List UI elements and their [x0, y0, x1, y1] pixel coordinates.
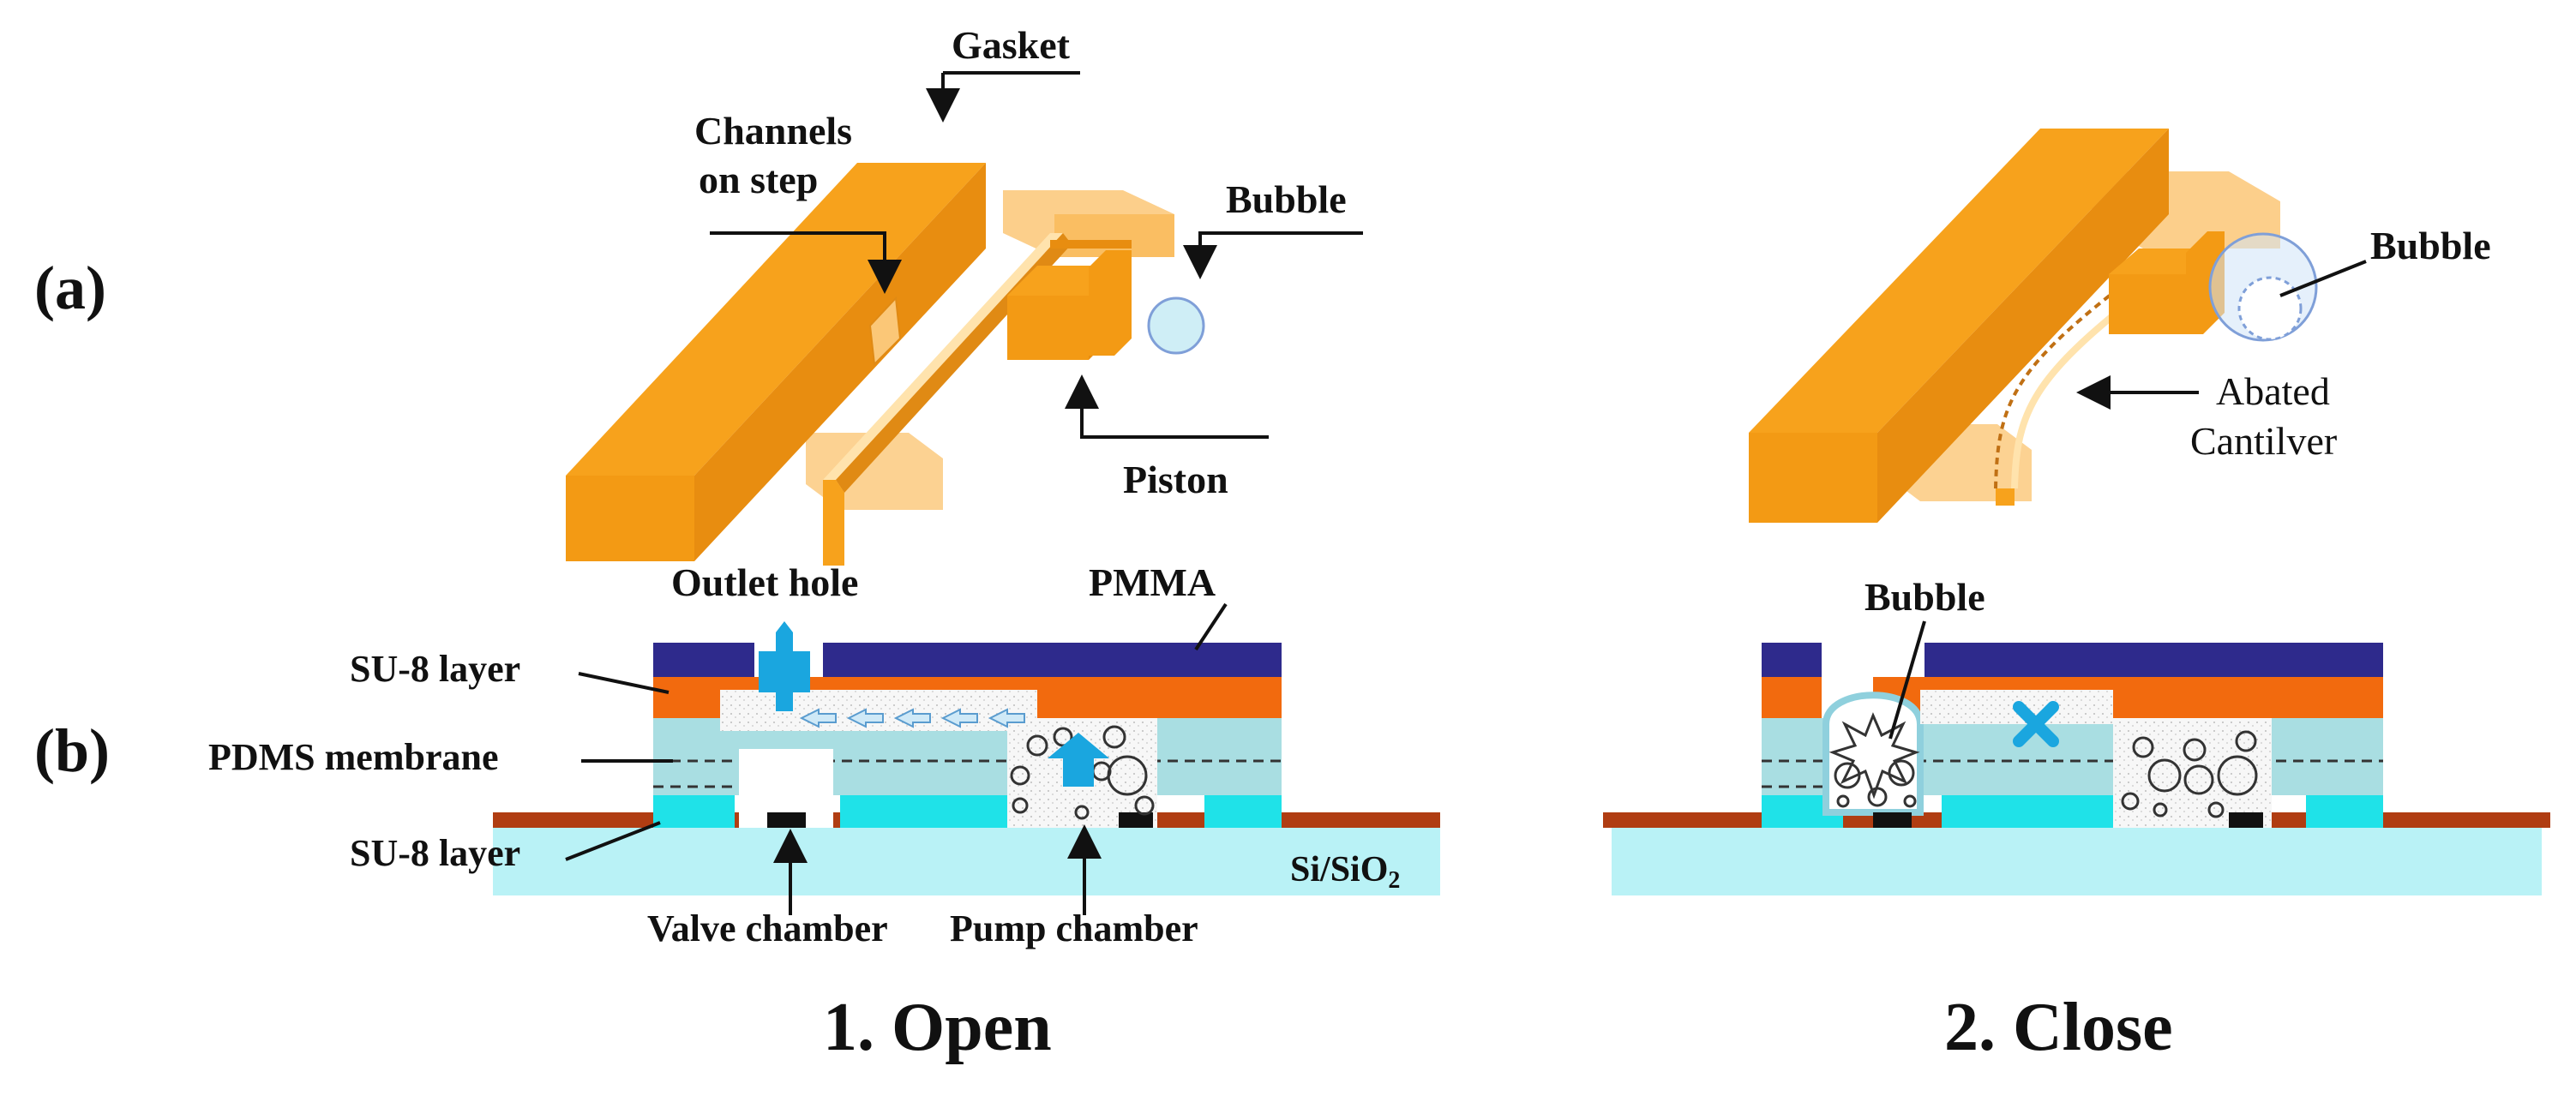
blocked-x-mark: [2013, 701, 2059, 747]
arrow-bubble-open: [1183, 231, 1363, 279]
close-cross-section: [1603, 643, 2550, 895]
burst-star: [1828, 712, 1920, 800]
label-pmma: PMMA: [1089, 560, 1216, 604]
label-piston: Piston: [1123, 458, 1228, 501]
caption-close: 2. Close: [1944, 990, 2173, 1065]
leader-su8-bottom: [565, 821, 661, 861]
pmma-close: [1924, 643, 2383, 677]
caption-open: 1. Open: [823, 990, 1052, 1065]
bubble-open-3d: [1147, 296, 1205, 355]
arrow-channels: [710, 231, 902, 294]
leader-su8-top: [578, 672, 670, 694]
open-3d-illustration: [566, 163, 1205, 566]
substrate-prefix: Si/SiO: [1290, 850, 1388, 889]
label-channels-line2: on step: [699, 158, 818, 201]
piston: [1007, 296, 1089, 360]
pump-flow-arrow: [1048, 733, 1109, 787]
label-su8-bottom: SU-8 layer: [350, 832, 520, 874]
substrate-sub: 2: [1388, 867, 1400, 894]
substrate-open: [493, 827, 1440, 895]
label-bubble-close-3d: Bubble: [2370, 224, 2491, 267]
substrate-close: [1612, 827, 2542, 895]
label-pdms: PDMS membrane: [208, 736, 499, 778]
arrow-piston: [1065, 374, 1269, 439]
pmma-open: [823, 643, 1282, 677]
leader-bubble-section: [1888, 620, 1926, 740]
open-cross-section: [493, 621, 1440, 895]
label-bubble-open: Bubble: [1226, 177, 1347, 221]
label-outlet-hole: Outlet hole: [671, 560, 858, 604]
leader-bubble-close-3d: [2279, 260, 2367, 297]
label-abated-line1: Abated: [2216, 369, 2330, 413]
label-abated-line2: Cantilver: [2190, 419, 2337, 463]
outlet-flow-arrow: [759, 621, 810, 711]
label-valve-chamber: Valve chamber: [647, 907, 888, 949]
label-bubble-section: Bubble: [1864, 575, 1985, 619]
gasket-bar: [566, 163, 986, 476]
channels-on-step: [868, 296, 902, 367]
close-3d-illustration: [1749, 129, 2318, 523]
label-su8-top: SU-8 layer: [350, 648, 520, 690]
label-substrate: Si/SiO2: [1290, 850, 1400, 894]
label-pump-chamber: Pump chamber: [950, 907, 1198, 949]
panel-label-a: (a): [34, 254, 106, 322]
label-gasket: Gasket: [952, 23, 1071, 67]
label-channels-line1: Channels: [694, 109, 852, 153]
leader-pmma: [1194, 602, 1228, 651]
panel-label-b: (b): [34, 716, 110, 785]
arrow-gasket: [943, 71, 1080, 116]
